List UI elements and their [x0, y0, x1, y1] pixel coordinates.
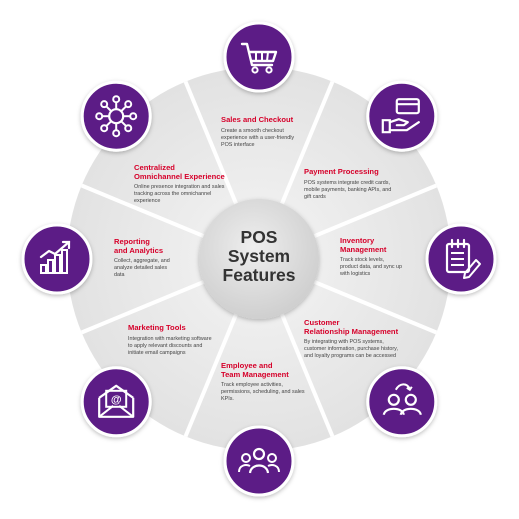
shopping-cart-icon — [223, 21, 295, 93]
feature-title-crm: Customer Relationship Management — [304, 318, 399, 336]
growth-chart-icon — [21, 223, 93, 295]
email-envelope-icon: @ — [80, 366, 152, 438]
feature-title-sales-checkout: Sales and Checkout — [221, 115, 294, 124]
card-in-hand-icon — [366, 80, 438, 152]
segment-divider — [80, 280, 205, 335]
feature-title-reporting: Reporting and Analytics — [114, 237, 164, 255]
network-hub-icon — [80, 80, 152, 152]
feature-desc-sales-checkout: Create a smooth checkout experience with… — [221, 128, 295, 148]
svg-text:@: @ — [111, 394, 122, 406]
center-title-line: POS — [240, 227, 278, 247]
segment-divider — [280, 313, 335, 438]
notepad-icon — [425, 223, 497, 295]
team-icon — [223, 425, 295, 497]
center-title-line: Features — [222, 265, 296, 285]
segment-divider — [183, 313, 238, 438]
segment-divider — [313, 280, 438, 335]
center-title-line: System — [227, 246, 291, 266]
feature-title-inventory: Inventory Management — [340, 236, 387, 254]
feature-desc-crm: By integrating with POS systems, custome… — [304, 339, 398, 359]
feature-desc-marketing: Integration with marketing software to a… — [128, 336, 212, 356]
segment-divider — [280, 80, 335, 205]
feature-title-omnichannel: Centralized Omnichannel Experience — [134, 163, 225, 181]
feature-desc-reporting: Collect, aggregate, and analyze detailed… — [114, 258, 170, 278]
segment-divider — [183, 80, 238, 205]
feature-icons: @ — [21, 21, 497, 497]
center-hub — [199, 199, 319, 319]
feature-desc-employee: Track employee activities, permissions, … — [221, 382, 305, 402]
segment-divider — [80, 183, 205, 238]
feature-desc-inventory: Track stock levels, product data, and sy… — [340, 257, 403, 277]
segment-dividers — [80, 80, 438, 438]
feature-title-employee: Employee and Team Management — [221, 361, 289, 379]
feature-title-payment-processing: Payment Processing — [304, 167, 379, 176]
feature-desc-omnichannel: Online presence integration and sales tr… — [134, 184, 225, 204]
user-exchange-icon — [366, 366, 438, 438]
feature-desc-payment-processing: POS systems integrate credit cards, mobi… — [304, 180, 392, 200]
center-title: POS System Features — [209, 228, 309, 285]
segment-divider — [313, 183, 438, 238]
feature-title-marketing: Marketing Tools — [128, 323, 186, 332]
